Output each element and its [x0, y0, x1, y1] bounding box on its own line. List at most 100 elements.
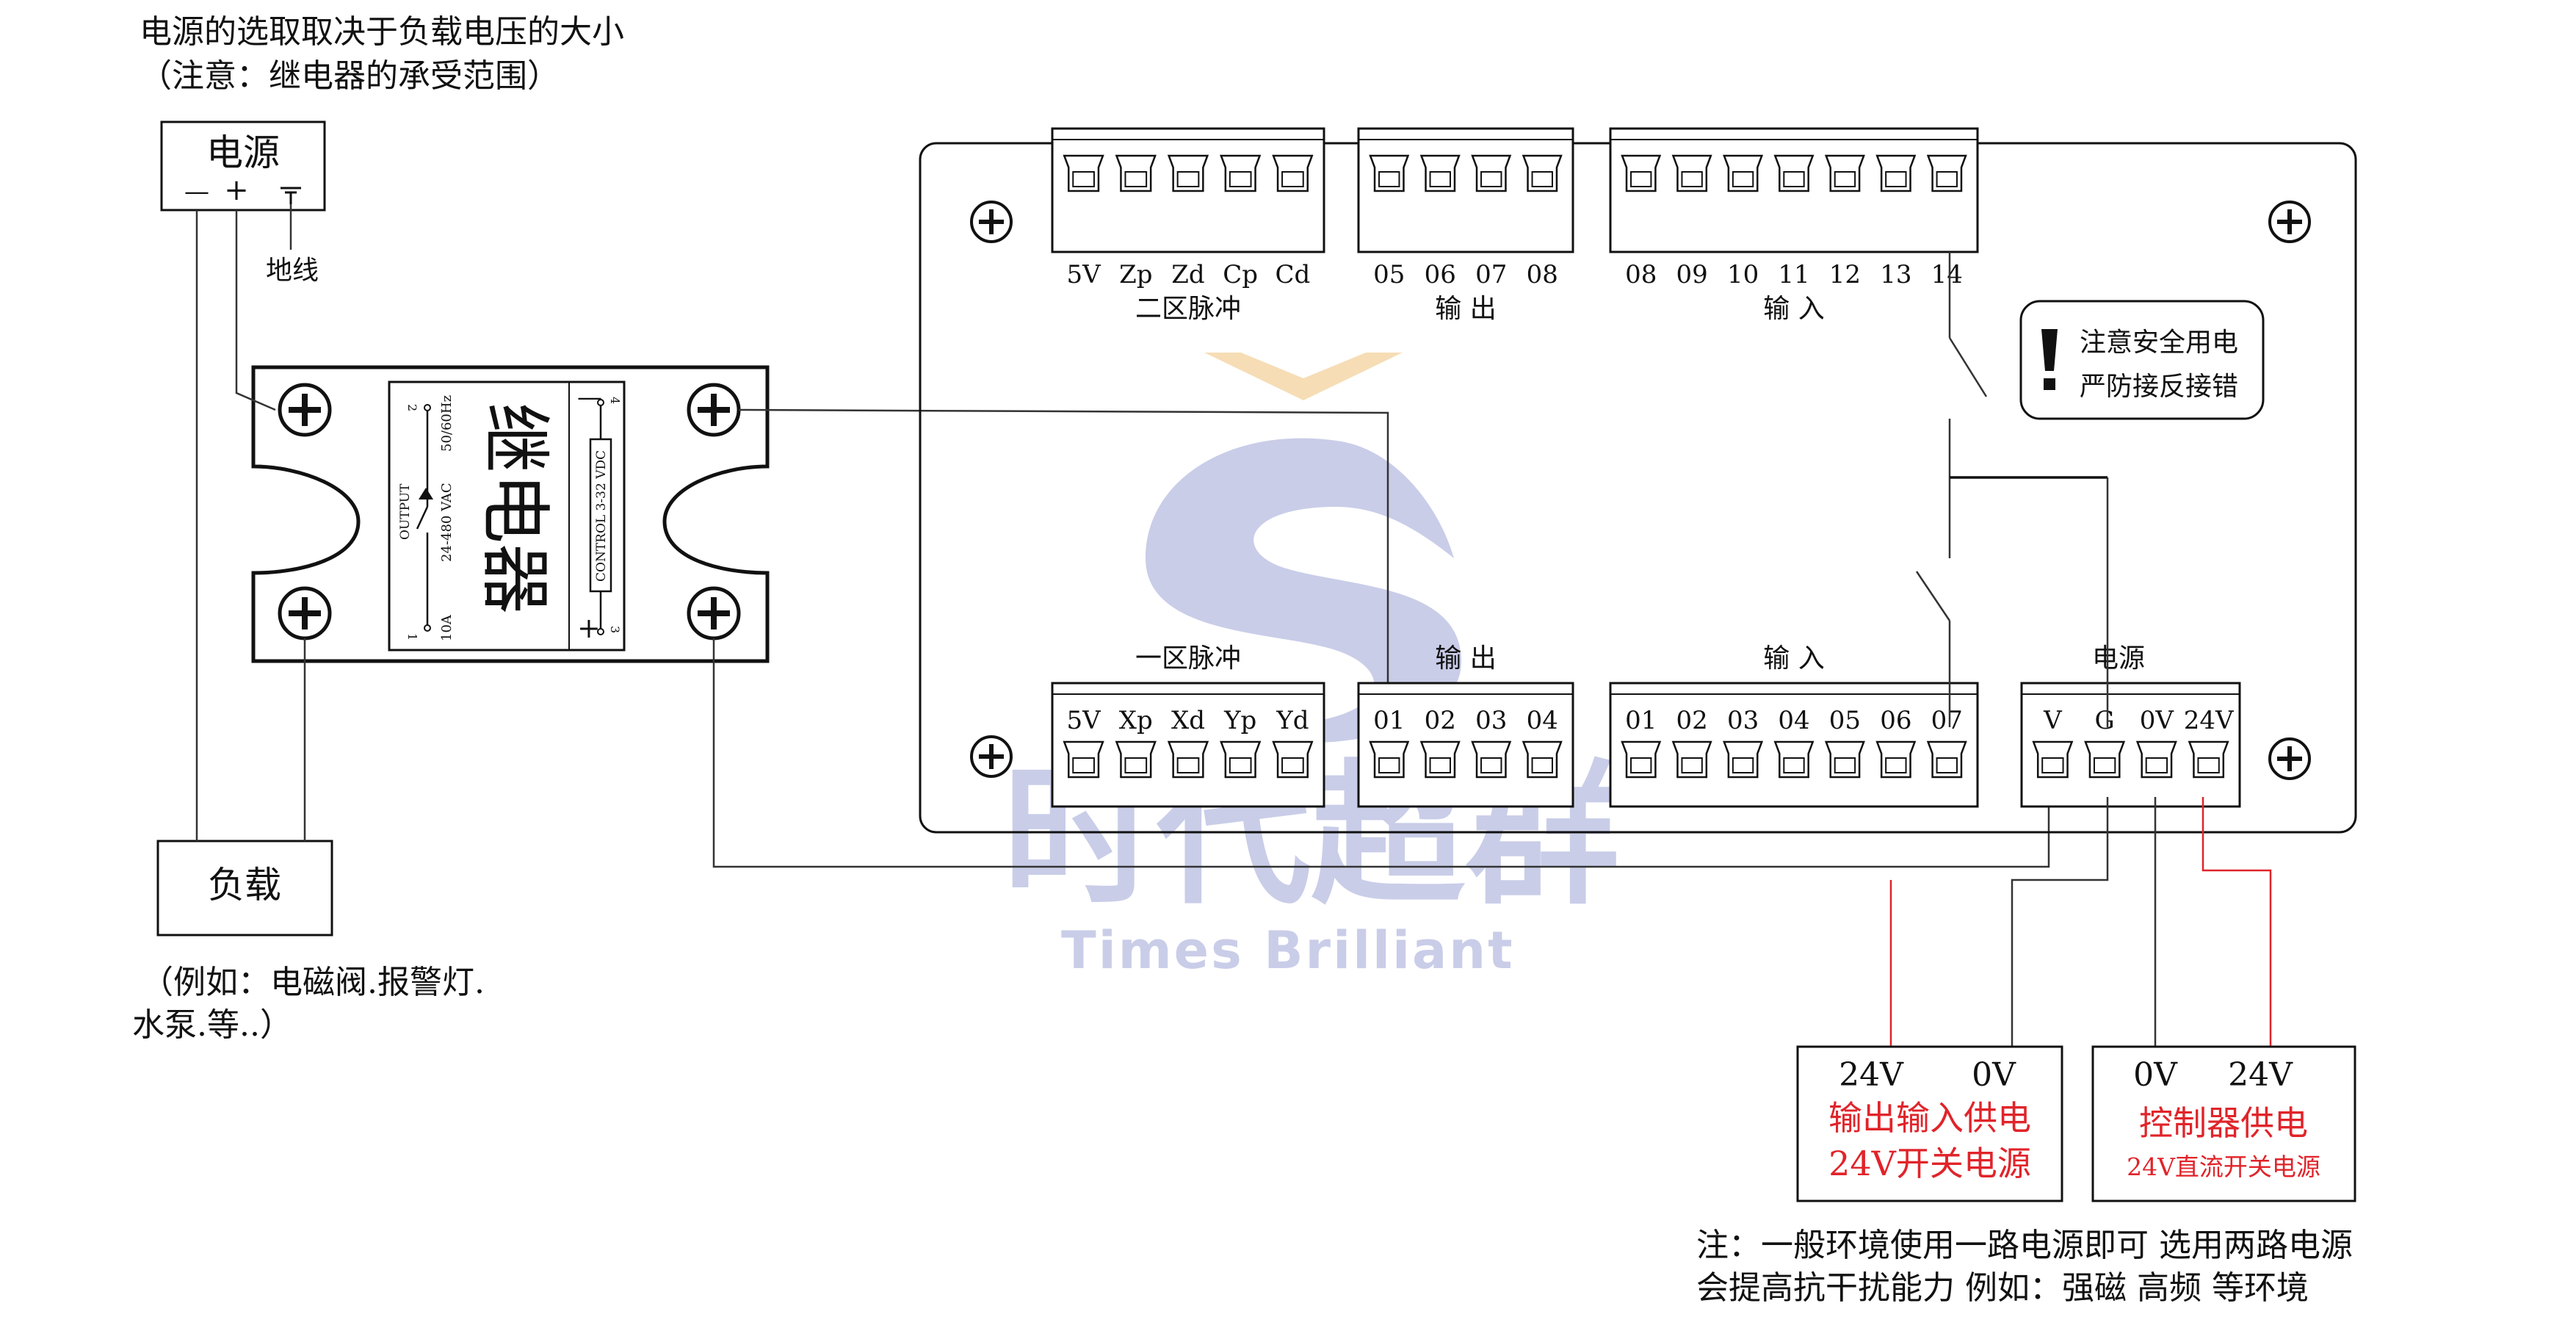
terminal-pin-slot	[1824, 154, 1865, 192]
terminal-pin-slot	[1369, 154, 1410, 192]
terminal-pin-label: 08	[1527, 260, 1558, 289]
terminal-pin-slot	[1621, 154, 1662, 192]
terminal-pin-label: 24V	[2184, 706, 2235, 735]
terminal-pin-slot	[1115, 154, 1157, 192]
terminal-pin-label: 02	[1676, 706, 1708, 735]
terminal-pin-slot	[1621, 740, 1662, 779]
top-block-label-input: 输 入	[1763, 294, 1824, 324]
terminal-pin-label: 02	[1425, 706, 1456, 735]
terminal-pin-slot	[2135, 740, 2177, 779]
terminal-pin-label: Xp	[1119, 706, 1153, 735]
psu-io: 24V 0V 输出输入供电 24V开关电源	[1796, 1045, 2063, 1202]
terminal-pin-label: 08	[1625, 260, 1657, 289]
psu-io-box	[1796, 1045, 2063, 1202]
load-example-line2: 水泵.等..）	[132, 1006, 292, 1044]
ground-label: 地线	[266, 256, 319, 286]
terminal-pin-label: 05	[1829, 706, 1861, 735]
footnote-line1: 注：一般环境使用一路电源即可 选用两路电源	[1696, 1227, 2353, 1264]
terminal-pin-label: 09	[1676, 260, 1708, 289]
terminal-pin-label: 06	[1425, 260, 1456, 289]
wire-g-to-psu-io-0v	[2011, 797, 2109, 1047]
terminal-pin-label: V	[2043, 706, 2063, 735]
safety-warning-line1: 注意安全用电	[2080, 328, 2238, 358]
power-minus-label: —	[184, 177, 209, 206]
bottom-block-label-power: 电源	[2092, 643, 2145, 674]
terminal-pin-label: 04	[1527, 706, 1558, 735]
terminal-pin-label: 0V	[2140, 706, 2175, 735]
terminal-pin-slot	[1773, 154, 1815, 192]
terminal-pin-slot	[1220, 154, 1262, 192]
relay-label-panel	[388, 380, 626, 652]
exclamation-icon	[2041, 329, 2058, 390]
switch-contact-lower	[1915, 571, 1951, 621]
terminal-pin-label: 06	[1880, 706, 1911, 735]
terminal-pin-label: 01	[1625, 706, 1657, 735]
terminal-pin-slot	[1773, 740, 1815, 779]
terminal-pin-slot	[1875, 154, 1917, 192]
psu-ctrl-terminal-0v: 0V	[2133, 1056, 2178, 1094]
terminal-pin-slot	[1063, 154, 1104, 192]
terminal-pin-slot	[1167, 154, 1209, 192]
relay-output-label: OUTPUT	[398, 483, 413, 540]
bottom-block-label-pulse1: 一区脉冲	[1135, 643, 1241, 674]
psu-wires	[1889, 797, 2272, 1047]
terminal-pin-label: 14	[1931, 260, 1963, 289]
terminal-pin-label: Zp	[1119, 260, 1152, 289]
solid-state-relay: OUTPUT 2 1 24-480 VAC 50/60Hz 10A 继电器 CO…	[251, 365, 770, 663]
terminal-pin-label: 13	[1880, 260, 1911, 289]
relay-output-switch-icon	[416, 404, 433, 632]
terminal-pin-slot	[1115, 740, 1157, 779]
ground-symbol-icon	[281, 187, 301, 204]
terminal-pin-label: Xd	[1171, 706, 1205, 735]
terminal-pin-slot	[1220, 740, 1262, 779]
relay-control-label: CONTROL 3-32 VDC	[594, 450, 609, 582]
relay-terminal-2	[278, 383, 332, 437]
relay-minus-label: —	[577, 383, 602, 412]
relay-control-box	[589, 438, 612, 593]
relay-terminal-3	[687, 586, 741, 641]
bottom-block-label-output: 输 出	[1435, 643, 1496, 674]
terminal-pin-label: Yp	[1223, 706, 1256, 735]
terminal-pin-label: 5V	[1067, 260, 1102, 289]
terminal-pin-slot	[1419, 740, 1461, 779]
relay-plus-label: +	[577, 612, 601, 644]
terminal-pin-slot	[2084, 740, 2126, 779]
terminal-pin-slot	[1671, 154, 1712, 192]
psu-ctrl-line2: 24V直流开关电源	[2127, 1152, 2320, 1181]
power-source: 电源 — + 地线	[160, 120, 326, 286]
terminal-pin-label: 07	[1931, 706, 1963, 735]
terminal-block-body	[1609, 127, 1979, 253]
terminal-pin-slot	[1926, 740, 1967, 779]
relay-current-label: 10A	[439, 614, 455, 641]
power-source-box	[160, 120, 326, 212]
terminal-pin-slot	[1875, 740, 1917, 779]
input-switch-wiring	[1915, 252, 2109, 727]
psu-io-line2: 24V开关电源	[1828, 1144, 2031, 1183]
relay-pin4-label: 4	[608, 397, 622, 404]
psu-io-line1: 输出输入供电	[1828, 1098, 2031, 1138]
top-block-label-pulse2: 二区脉冲	[1135, 294, 1241, 324]
relay-terminal-4	[687, 383, 741, 437]
terminal-pin-slot	[1522, 740, 1563, 779]
terminal-pin-slot	[1926, 154, 1967, 192]
footnote-line2: 会提高抗干扰能力 例如：强磁 高频 等环境	[1696, 1269, 2309, 1307]
load: 负载 （例如：电磁阀.报警灯. 水泵.等..）	[132, 840, 485, 1044]
psu-ctrl-line1: 控制器供电	[2139, 1103, 2308, 1143]
safety-warning: 注意安全用电 严防接反接错	[2019, 300, 2265, 420]
terminal-pin-label: 5V	[1067, 706, 1102, 735]
relay-pin3-label: 3	[608, 626, 622, 633]
relay-pin2-label: 2	[405, 404, 419, 411]
switch-contact-upper	[1948, 337, 1988, 397]
terminal-pin-label: Zd	[1171, 260, 1204, 289]
top-block-label-output: 输 出	[1435, 294, 1496, 324]
terminal-pin-slot	[1471, 154, 1512, 192]
relay-terminal-1	[278, 586, 332, 641]
bottom-block-label-input: 输 入	[1763, 643, 1824, 674]
terminal-pin-slot	[1723, 154, 1764, 192]
relay-freq-label: 50/60Hz	[439, 395, 455, 452]
watermark-en: Times Brilliant	[1061, 920, 1515, 981]
terminal-pin-slot	[1369, 740, 1410, 779]
